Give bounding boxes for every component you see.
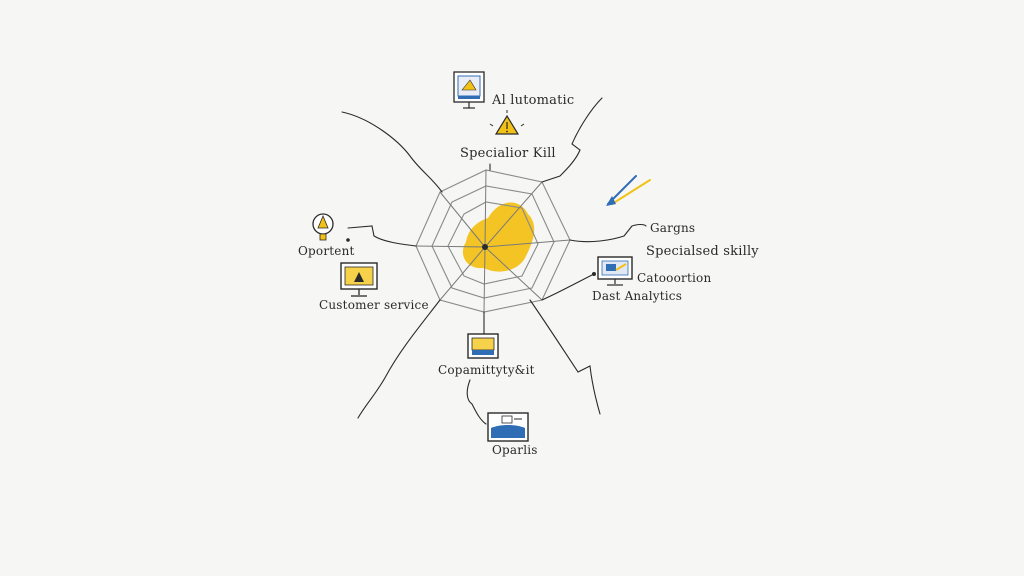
box-icon: [467, 333, 499, 359]
lightbulb-icon: [312, 213, 334, 241]
tray-icon: [487, 412, 529, 442]
arrow-icon: [606, 175, 651, 206]
hub-node: [482, 244, 488, 250]
web-spokes: [415, 169, 571, 313]
monitor-icon: [340, 262, 378, 297]
label-operatis: Oparlis: [492, 443, 538, 457]
connector-dot: [346, 238, 350, 242]
warning-triangle-icon: [489, 110, 525, 135]
label-catoortion: Catooortion: [637, 271, 712, 285]
connector-lines: [341, 97, 647, 425]
label-gargns: Gargns: [650, 221, 696, 235]
label-opportent: Oportent: [298, 244, 355, 258]
label-copamity-kit: Copamittyty&it: [438, 363, 535, 377]
monitor-icon: [597, 256, 633, 286]
monitor-icon: [453, 71, 485, 109]
label-customer-service: Customer service: [319, 298, 429, 312]
label-ai-automatic: Al lutomatic: [492, 93, 575, 108]
label-specialised-skilly: Specialsed skilly: [646, 244, 759, 259]
label-specialist-skill: Specialior Kill: [460, 146, 556, 161]
central-hub-blob: [462, 202, 535, 272]
connector-dot: [592, 272, 596, 276]
label-dast-analytics: Dast Analytics: [592, 289, 683, 303]
